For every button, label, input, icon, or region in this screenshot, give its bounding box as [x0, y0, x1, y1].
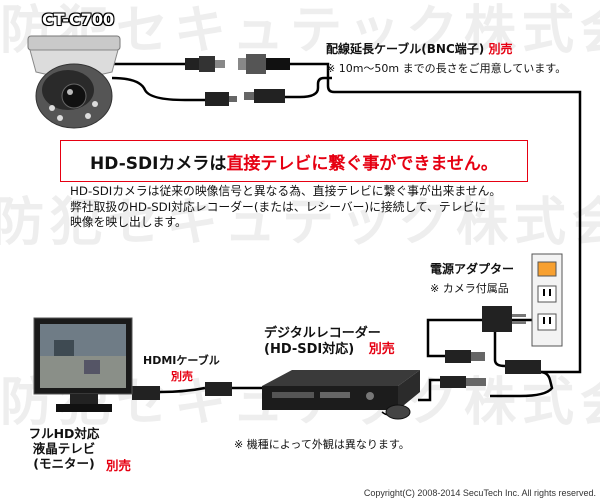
cable-sold-separately: 別売	[488, 42, 513, 56]
hdmi-sold-separately: 別売	[171, 370, 193, 383]
mouse-icon	[385, 404, 411, 420]
description: HD-SDIカメラは従来の映像信号と異なる為、直接テレビに繋ぐ事が出来ません。 …	[70, 184, 540, 231]
recorder-bnc-wire	[418, 378, 440, 402]
recorder-subtitle-line: (HD-SDI対応) 別売	[264, 342, 395, 357]
camera-dc-connector-icon	[205, 92, 237, 106]
camera-bnc-connector-icon	[185, 56, 225, 72]
recorder-title: デジタルレコーダー	[264, 326, 381, 341]
monitor-line-2: 液晶テレビ	[32, 441, 96, 456]
monitor-label: フルHD対応 液晶テレビ (モニター)	[24, 426, 104, 471]
notice-prefix: HD-SDIカメラは	[90, 153, 227, 174]
adapter-title: 電源アダプター	[430, 262, 515, 276]
adapter-wire	[493, 332, 506, 368]
cable-bnc-connector-icon	[238, 54, 290, 74]
description-line-2: 弊社取扱のHD-SDI対応レコーダー(または、レシーバー)に接続して、テレビに	[70, 199, 487, 214]
description-line-3: 映像を映し出します。	[70, 215, 187, 229]
extension-cable-video	[290, 62, 582, 374]
monitor-sold-separately: 別売	[106, 458, 132, 473]
digital-recorder-icon	[262, 370, 420, 410]
camera-power-wire	[111, 76, 205, 102]
appearance-note: ※ 機種によって外観は異なります。	[234, 438, 410, 451]
camera-model-label: CT-C700	[42, 10, 115, 29]
hdmi-connector-monitor-icon	[132, 386, 160, 400]
description-line-1: HD-SDIカメラは従来の映像信号と異なる為、直接テレビに繋ぐ事が出来ません。	[70, 184, 502, 198]
cable-note: ※ 10m～50m までの長さをご用意しています。	[326, 62, 567, 75]
dome-camera-icon	[27, 35, 121, 129]
recorder-subtitle: (HD-SDI対応)	[264, 342, 355, 357]
cable-dc-connector-icon	[244, 89, 285, 103]
cable-title-text: 配線延長ケーブル(BNC端子)	[326, 42, 485, 56]
adapter-note: ※ カメラ付属品	[430, 282, 509, 295]
recorder-bnc-plugs-icon	[440, 350, 486, 388]
wall-outlet-icon	[531, 253, 563, 347]
hdmi-title: HDMIケーブル	[143, 354, 220, 367]
notice-highlight: 直接テレビに繋ぐ事ができません。	[226, 153, 498, 174]
cable-title: 配線延長ケーブル(BNC端子) 別売	[326, 42, 512, 57]
monitor-line-3: (モニター)	[33, 456, 95, 471]
monitor-line-1: フルHD対応	[28, 426, 100, 441]
notice-box: HD-SDIカメラは直接テレビに繋ぐ事ができません。	[60, 140, 528, 182]
hdmi-connector-recorder-icon	[205, 382, 232, 396]
extension-cable-power	[285, 76, 332, 99]
adapter-dc-plug-icon	[505, 360, 541, 374]
recorder-sold-separately: 別売	[368, 342, 395, 357]
watermark-middle: 防犯セキュテック株式会社	[0, 193, 600, 253]
copyright: Copyright(C) 2008-2014 SecuTech Inc. All…	[363, 488, 596, 498]
power-adapter-icon	[482, 306, 526, 332]
hdmi-wire	[159, 386, 206, 394]
adapter-dc-wire	[490, 370, 554, 398]
lcd-monitor-icon	[33, 317, 133, 412]
